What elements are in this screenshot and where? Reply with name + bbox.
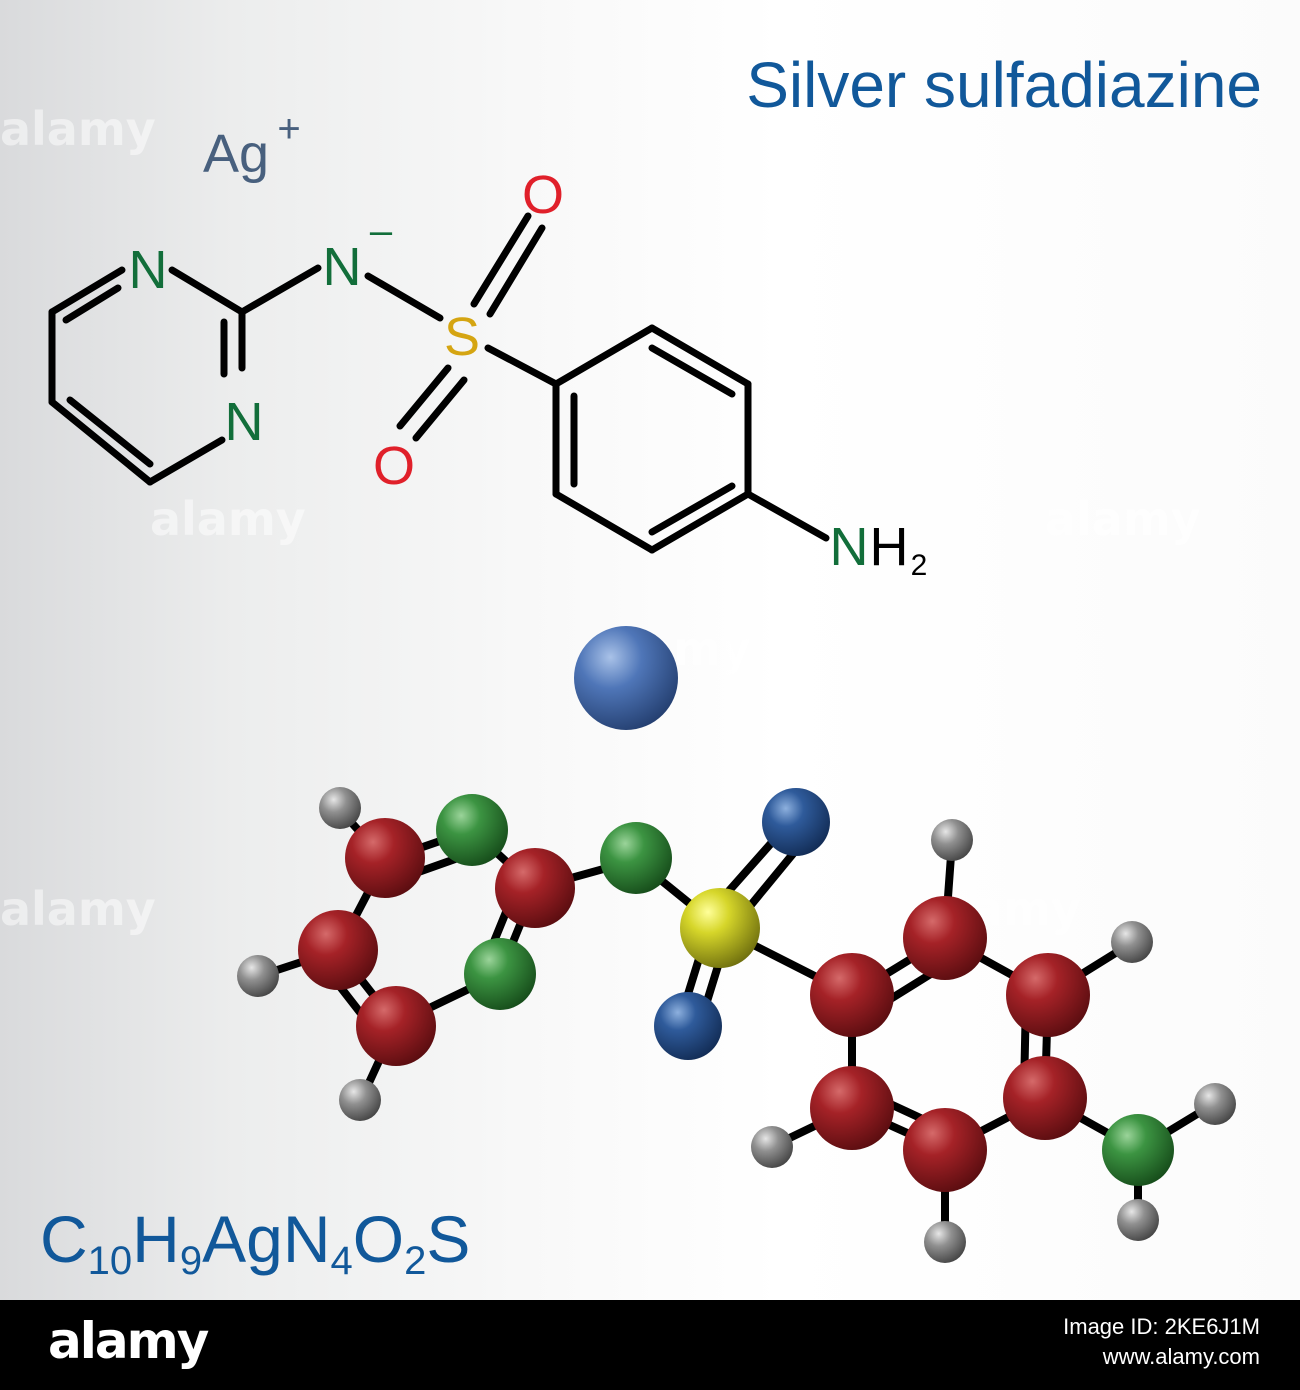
- formula-subscript: 4: [331, 1239, 353, 1283]
- hydrogen-atom: [1111, 921, 1153, 963]
- bond: [48, 266, 126, 316]
- nitrogen-anion-label: N: [323, 237, 362, 297]
- carbon-atom: [1006, 953, 1090, 1037]
- watermark: alamy: [0, 102, 156, 156]
- watermark: alamy: [0, 882, 156, 936]
- amine-hydrogen-label: H: [870, 517, 909, 577]
- carbon-atom: [345, 818, 425, 898]
- site-url: www.alamy.com: [1102, 1344, 1260, 1369]
- carbon-atom: [298, 910, 378, 990]
- bond: [552, 324, 656, 388]
- compound-title: Silver sulfadiazine: [746, 49, 1262, 121]
- bond: [146, 436, 226, 486]
- bond: [744, 490, 830, 542]
- amine-nitrogen-label: N: [830, 517, 869, 577]
- formula-element: N: [283, 1202, 331, 1276]
- bond: [486, 224, 546, 318]
- nitrogen-atom: [464, 938, 536, 1010]
- carbon-atom: [810, 953, 894, 1037]
- formula-element: Ag: [202, 1202, 283, 1276]
- hydrogen-atom: [339, 1079, 381, 1121]
- illustration-canvas: alamy alamy alamy alamy alamy alamy Silv…: [0, 0, 1300, 1300]
- carbon-atom: [495, 848, 575, 928]
- hydrogen-atom: [1194, 1083, 1236, 1125]
- amine-hydrogen-count: 2: [911, 549, 928, 582]
- nitrogen-atom: [600, 822, 672, 894]
- nitrogen-label: N: [225, 392, 264, 452]
- bond: [396, 364, 452, 430]
- carbon-atom: [356, 986, 436, 1066]
- bond: [168, 266, 246, 316]
- hydrogen-atom: [924, 1221, 966, 1263]
- oxygen-atom: [654, 992, 722, 1060]
- hydrogen-atom: [931, 819, 973, 861]
- hydrogen-atom: [1117, 1199, 1159, 1241]
- bond: [48, 398, 154, 486]
- bond: [238, 264, 322, 316]
- formula-subscript: 2: [404, 1239, 426, 1283]
- nitrogen-atom: [1102, 1114, 1174, 1186]
- molecule-illustration: alamy alamy alamy alamy alamy alamy Silv…: [0, 49, 1262, 1283]
- oxygen-label: O: [373, 436, 415, 496]
- watermark-group: alamy alamy alamy alamy alamy alamy: [0, 102, 1201, 936]
- bond: [62, 284, 122, 324]
- carbon-atom: [903, 1108, 987, 1192]
- watermark: alamy: [150, 492, 306, 546]
- alamy-logo: alamy: [48, 1312, 209, 1370]
- ball-and-stick-atoms: [237, 787, 1236, 1263]
- silver-ion-label: Ag: [203, 124, 269, 184]
- formula-subscript: 9: [180, 1239, 202, 1283]
- carbon-atom: [810, 1066, 894, 1150]
- watermark: alamy: [1045, 492, 1201, 546]
- bond: [552, 490, 656, 554]
- sulfur-label: S: [444, 307, 480, 367]
- formula-element: O: [353, 1202, 404, 1276]
- carbon-atom: [1003, 1056, 1087, 1140]
- bond: [648, 324, 752, 388]
- image-info: Image ID: 2KE6J1M www.alamy.com: [1063, 1312, 1260, 1372]
- formula-subscript: 10: [88, 1239, 133, 1283]
- silver-charge: +: [277, 107, 300, 151]
- nitrogen-atom: [436, 794, 508, 866]
- sulfur-atom: [680, 888, 760, 968]
- carbon-atom: [903, 896, 987, 980]
- bond: [648, 482, 736, 536]
- nitrogen-label: N: [129, 240, 168, 300]
- stock-photo-footer: alamy Image ID: 2KE6J1M www.alamy.com: [0, 1300, 1300, 1390]
- image-id: Image ID: 2KE6J1M: [1063, 1314, 1260, 1339]
- bond: [484, 344, 560, 388]
- formula-element: H: [132, 1202, 180, 1276]
- nitrogen-charge: –: [370, 209, 393, 253]
- molecular-formula: C10H9AgN4O2S: [40, 1202, 470, 1283]
- formula-element: C: [40, 1202, 88, 1276]
- oxygen-label: O: [522, 165, 564, 225]
- silver-ion-sphere: [574, 626, 678, 730]
- skeletal-structure: [48, 212, 830, 554]
- bond: [66, 396, 154, 468]
- formula-element: S: [426, 1202, 470, 1276]
- bond: [648, 344, 736, 398]
- bond: [412, 376, 468, 442]
- hydrogen-atom: [319, 787, 361, 829]
- hydrogen-atom: [751, 1126, 793, 1168]
- bond: [470, 212, 532, 308]
- hydrogen-atom: [237, 955, 279, 997]
- bond: [364, 272, 444, 322]
- oxygen-atom: [762, 788, 830, 856]
- bond: [648, 490, 752, 554]
